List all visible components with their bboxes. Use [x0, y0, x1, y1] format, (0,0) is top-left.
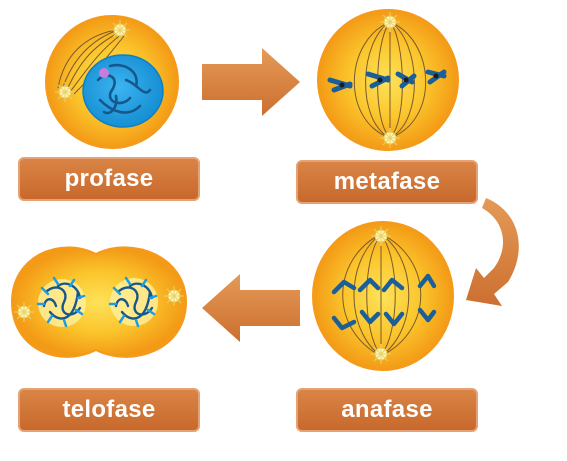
cell-profase [45, 15, 179, 149]
centrosome-icon [371, 226, 391, 246]
arrow-curved-icon [466, 198, 519, 306]
centrosome-icon [371, 344, 391, 364]
centrosome-icon [55, 82, 75, 102]
centrosome-icon [380, 128, 400, 148]
arrow-left-icon [202, 274, 300, 342]
cell-telofase [10, 246, 188, 358]
cell-anafase [312, 221, 454, 371]
centrosome-icon [380, 12, 400, 32]
centrosome-icon [14, 302, 34, 322]
daughter-nucleus-right [108, 276, 158, 328]
centrosome-icon [110, 20, 130, 40]
cell-metafase [317, 9, 459, 151]
daughter-nucleus-left [36, 276, 86, 328]
label-metafase: metafase [296, 160, 478, 204]
arrow-right-icon [202, 48, 300, 116]
label-telofase: telofase [18, 388, 200, 432]
label-anafase: anafase [296, 388, 478, 432]
label-profase: profase [18, 157, 200, 201]
centrosome-icon [164, 286, 184, 306]
